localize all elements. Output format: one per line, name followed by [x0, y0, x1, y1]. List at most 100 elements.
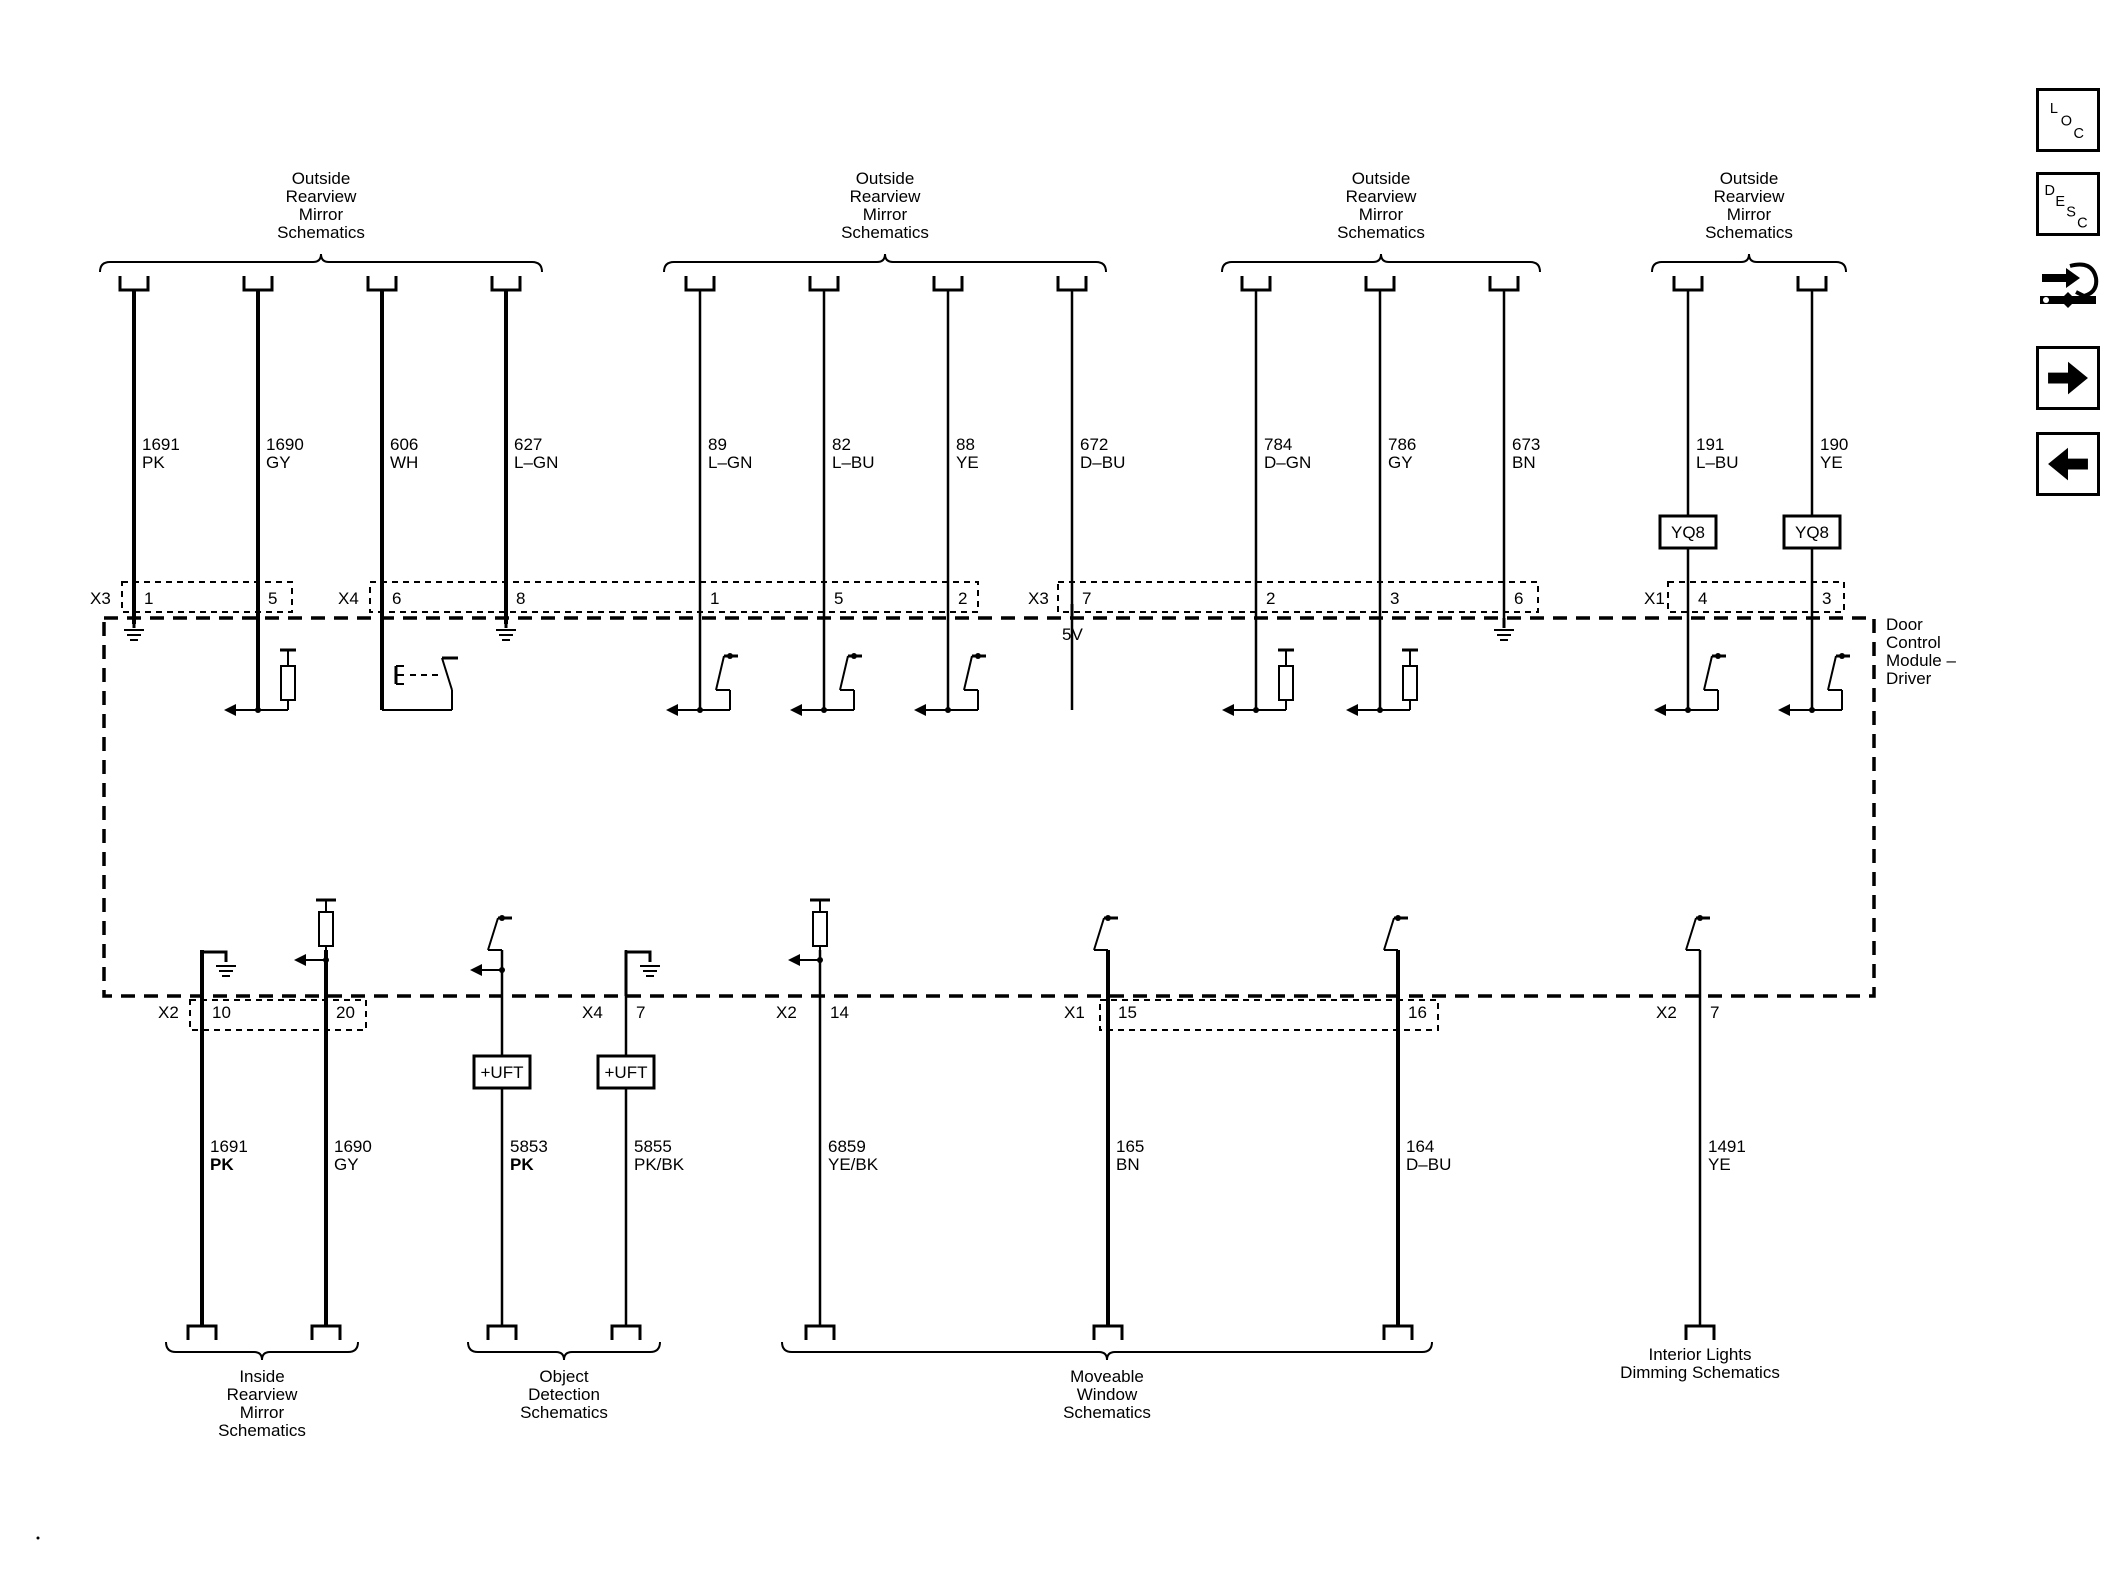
wire-color: L–GN [708, 453, 752, 472]
wire-color: PK/BK [634, 1155, 685, 1174]
group-bracket [781, 1341, 1433, 1361]
connector-id: X2 [776, 1003, 797, 1022]
wire-color: GY [1388, 453, 1413, 472]
previous-page-button[interactable] [2036, 432, 2100, 496]
loc-button[interactable]: L O C [2036, 88, 2100, 152]
circuit-number: 88 [956, 435, 975, 454]
group-label-line: Inside [239, 1367, 284, 1386]
module-name-line: Driver [1886, 669, 1932, 688]
group-label-line: Mirror [1727, 205, 1772, 224]
group-label-line: Schematics [1337, 223, 1425, 242]
wire-color: PK [210, 1155, 234, 1174]
circuit-number: 6859 [828, 1137, 866, 1156]
group-label-line: Mirror [863, 205, 908, 224]
group-bracket [1221, 253, 1541, 273]
circuit-number: 786 [1388, 435, 1416, 454]
arrow-left-icon [2048, 447, 2088, 481]
group-bracket [1651, 253, 1847, 273]
circuit-number: 1690 [334, 1137, 372, 1156]
group-label-line: Rearview [1714, 187, 1786, 206]
wire-color: BN [1512, 453, 1536, 472]
connector-x4-outline [369, 581, 979, 613]
pin-number: 1 [710, 589, 719, 608]
loc-letter-c: C [2073, 126, 2083, 142]
wire-color: GY [266, 453, 291, 472]
group-label-line: Object [539, 1367, 588, 1386]
circuit-number: 627 [514, 435, 542, 454]
group-bracket [99, 253, 543, 273]
circuit-number: 672 [1080, 435, 1108, 454]
module-name-line: Door [1886, 615, 1923, 634]
pin-number: 6 [392, 589, 401, 608]
wire-color: D–BU [1406, 1155, 1451, 1174]
circuit-number: 784 [1264, 435, 1292, 454]
wire-color: L–GN [514, 453, 558, 472]
wire-color: YE/BK [828, 1155, 879, 1174]
desc-icon: D E S C [2044, 183, 2087, 232]
loc-icon: L O C [2050, 101, 2084, 142]
group-label-line: Interior Lights [1649, 1345, 1752, 1364]
connector-id: X1 [1064, 1003, 1085, 1022]
pin-number: 6 [1514, 589, 1523, 608]
group-label-line: Schematics [841, 223, 929, 242]
desc-letter-c: C [2077, 216, 2087, 232]
group-label-line: Mirror [299, 205, 344, 224]
group-label-line: Dimming Schematics [1620, 1363, 1780, 1382]
wire-color: D–BU [1080, 453, 1125, 472]
circuit-number: 5853 [510, 1137, 548, 1156]
pin-number: 15 [1118, 1003, 1137, 1022]
circuit-number: 164 [1406, 1137, 1434, 1156]
circuit-number: 190 [1820, 435, 1848, 454]
circuit-number: 1491 [1708, 1137, 1746, 1156]
connector-x3-b-outline [1057, 581, 1539, 613]
pin-number: 5 [268, 589, 277, 608]
pin-number: 2 [1266, 589, 1275, 608]
pin-number: 14 [830, 1003, 849, 1022]
pin-number: 2 [958, 589, 967, 608]
module-name-line: Module – [1886, 651, 1956, 670]
top-wire-89: 89L–GN1 [666, 276, 752, 716]
circuit-number: 606 [390, 435, 418, 454]
wire-color: PK [510, 1155, 534, 1174]
wire-color: YE [1708, 1155, 1731, 1174]
next-page-button[interactable] [2036, 346, 2100, 410]
circuit-number: 673 [1512, 435, 1540, 454]
wire-color: L–BU [832, 453, 875, 472]
desc-letter-e: E [2055, 194, 2065, 210]
circuit-number: 1690 [266, 435, 304, 454]
pin-number: 8 [516, 589, 525, 608]
loc-letter-l: L [2050, 101, 2058, 117]
pin-number: 7 [636, 1003, 645, 1022]
connector-x2-outline [189, 999, 367, 1031]
connector-end-view-button[interactable] [2036, 256, 2100, 320]
group-label-line: Outside [292, 169, 351, 188]
group-label-line: Moveable [1070, 1367, 1144, 1386]
connector-id: X4 [338, 589, 359, 608]
desc-button[interactable]: D E S C [2036, 172, 2100, 236]
connector-x1-b-outline [1099, 999, 1439, 1031]
pin-number: 4 [1698, 589, 1707, 608]
connector-id: X1 [1644, 589, 1665, 608]
pin-number: 1 [144, 589, 153, 608]
connector-id: X4 [582, 1003, 603, 1022]
group-label-line: Schematics [1705, 223, 1793, 242]
option-label: YQ8 [1795, 523, 1829, 542]
group-label-line: Rearview [286, 187, 358, 206]
